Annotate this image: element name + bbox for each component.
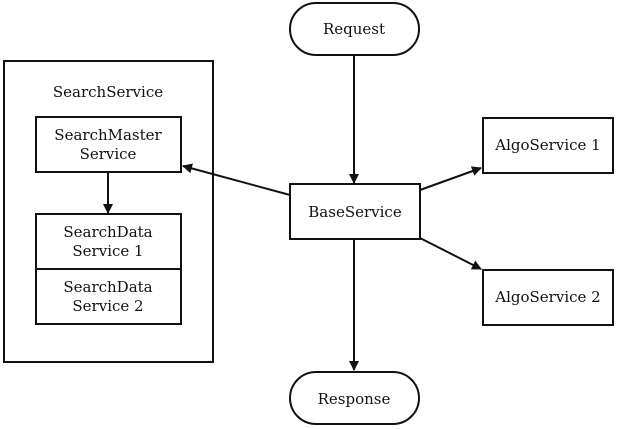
response-node: Response [289, 371, 420, 425]
search-data-service-2-box [35, 268, 182, 325]
request-node: Request [289, 2, 420, 56]
response-terminal [289, 371, 420, 425]
algo-service-1-node: AlgoService 1 [482, 117, 614, 174]
search-data-service-1-label-line1: SearchData [63, 223, 152, 241]
search-data-service-2-label-line1: SearchData [63, 278, 152, 296]
algo-service-2-label: AlgoService 2 [494, 288, 600, 306]
request-label: Request [323, 20, 385, 38]
response-label: Response [318, 390, 391, 408]
algo-service-1-label: AlgoService 1 [494, 136, 600, 154]
search-service-group: SearchService SearchMaster Service Searc… [3, 60, 214, 363]
base-service-node: BaseService [289, 183, 421, 240]
arrow-base-service-to-search-master [182, 163, 291, 196]
algo-service-2-box [482, 269, 614, 326]
base-service-label: BaseService [308, 203, 402, 221]
search-data-service-1-node: SearchData Service 1 [35, 213, 182, 270]
search-master-service-label-line1: SearchMaster [54, 126, 162, 144]
search-data-service-1-box [35, 213, 182, 270]
algo-service-2-node: AlgoService 2 [482, 269, 614, 326]
search-service-title: SearchService [53, 83, 163, 101]
arrow-base-service-to-algo-service-2 [419, 237, 482, 270]
search-data-service-2-node: SearchData Service 2 [35, 268, 182, 325]
search-master-service-label-line2: Service [80, 145, 137, 163]
algo-service-1-box [482, 117, 614, 174]
arrow-base-service-to-algo-service-1 [419, 166, 482, 191]
search-data-service-1-label-line2: Service 1 [72, 242, 143, 260]
search-master-service-node: SearchMaster Service [35, 116, 182, 173]
search-data-service-2-label-line2: Service 2 [72, 297, 143, 315]
base-service-box [289, 183, 421, 240]
